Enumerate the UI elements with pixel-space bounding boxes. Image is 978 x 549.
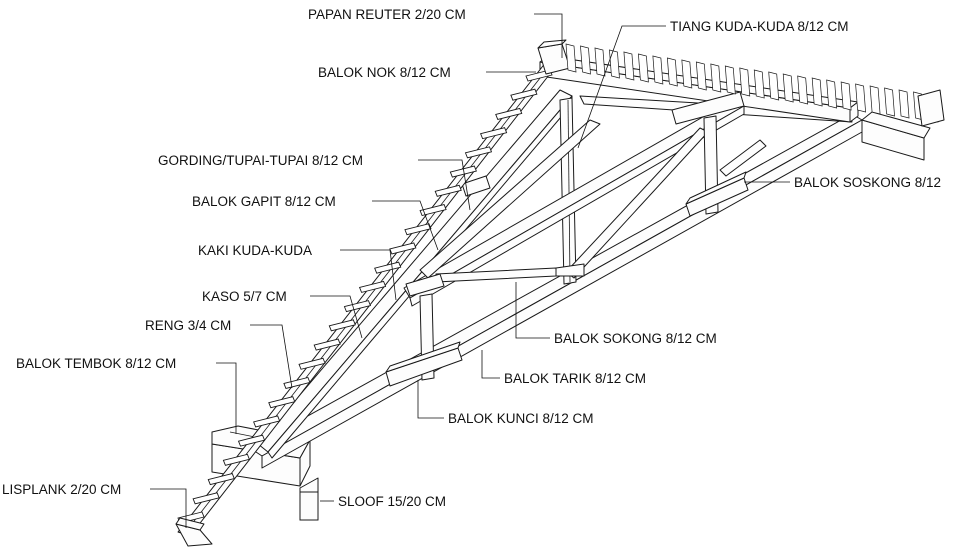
batten — [328, 319, 356, 332]
lisplank-board — [175, 517, 213, 547]
right-wall-plate — [861, 111, 931, 161]
batten — [404, 223, 432, 236]
batten — [192, 492, 220, 505]
ridge-tile — [840, 81, 852, 111]
ridge-tile — [811, 77, 823, 107]
batten — [222, 453, 251, 466]
soskong-beam — [719, 139, 767, 177]
batten — [389, 242, 417, 255]
batten — [237, 434, 266, 447]
batten — [253, 415, 281, 428]
key-blocks — [385, 91, 749, 387]
ridge-tile — [652, 55, 664, 85]
batten — [283, 376, 311, 390]
ridge-tile — [580, 45, 591, 75]
batten — [495, 107, 523, 120]
label-balok-soskong: BALOK SOSKONG 8/12 — [794, 175, 941, 190]
leader-lines — [150, 13, 790, 528]
label-tiang-kuda-kuda: TIANG KUDA-KUDA 8/12 CM — [670, 19, 849, 34]
ridge-tile — [724, 65, 736, 95]
batten — [358, 280, 387, 293]
right-end-board — [917, 89, 945, 127]
upper-clamp — [419, 119, 601, 279]
batten — [510, 88, 538, 101]
batten — [434, 184, 462, 197]
purlins — [405, 175, 491, 297]
ridge-tile — [666, 57, 678, 87]
label-lisplank: LISPLANK 2/20 CM — [2, 482, 121, 497]
batten — [449, 165, 477, 178]
batten — [298, 357, 326, 370]
label-balok-kunci: BALOK KUNCI 8/12 CM — [448, 411, 594, 426]
label-papan-reuter: PAPAN REUTER 2/20 CM — [308, 7, 466, 22]
ridge-tile — [565, 43, 577, 73]
label-balok-sokong: BALOK SOKONG 8/12 CM — [554, 331, 717, 346]
batten — [207, 473, 235, 486]
label-balok-gapit: BALOK GAPIT 8/12 CM — [192, 194, 336, 209]
label-kaki-kuda-kuda: KAKI KUDA-KUDA — [198, 243, 312, 258]
label-kaso: KASO 5/7 CM — [202, 289, 287, 304]
ridge-tile — [826, 79, 838, 109]
batten — [268, 396, 296, 409]
battens — [177, 69, 553, 524]
ridge-tile — [623, 51, 635, 81]
sloof-beam — [299, 477, 319, 521]
truss-structure — [175, 39, 945, 547]
ridge-tile — [609, 49, 620, 79]
batten — [374, 261, 402, 274]
label-balok-tembok: BALOK TEMBOK 8/12 CM — [16, 356, 176, 371]
ridge-tile — [739, 67, 751, 97]
label-reng: RENG 3/4 CM — [145, 318, 231, 333]
ridge-tile — [594, 47, 606, 77]
batten — [479, 127, 508, 140]
labels: PAPAN REUTER 2/20 CM TIANG KUDA-KUDA 8/1… — [2, 7, 941, 509]
ridge-tile — [855, 83, 866, 113]
label-gording: GORDING/TUPAI-TUPAI 8/12 CM — [158, 153, 363, 168]
ridge-tile — [869, 85, 881, 115]
ridge-tiles — [565, 43, 939, 123]
label-balok-nok: BALOK NOK 8/12 CM — [318, 65, 451, 80]
ridge-tile — [710, 63, 722, 93]
batten — [313, 338, 341, 351]
ridge-tile — [638, 53, 649, 83]
ridge-tile — [782, 73, 794, 103]
ridge-tile — [768, 71, 780, 101]
ridge-tile — [695, 61, 707, 91]
label-sloof: SLOOF 15/20 CM — [338, 494, 446, 509]
ridge-tile — [681, 59, 693, 89]
batten — [464, 146, 493, 159]
batten — [419, 203, 447, 217]
ridge-tile — [753, 69, 765, 99]
ridge-tile — [884, 87, 895, 117]
ridge-tile — [898, 89, 910, 119]
ridge-tile — [797, 75, 809, 105]
batten — [343, 300, 372, 313]
label-balok-tarik: BALOK TARIK 8/12 CM — [504, 371, 646, 386]
